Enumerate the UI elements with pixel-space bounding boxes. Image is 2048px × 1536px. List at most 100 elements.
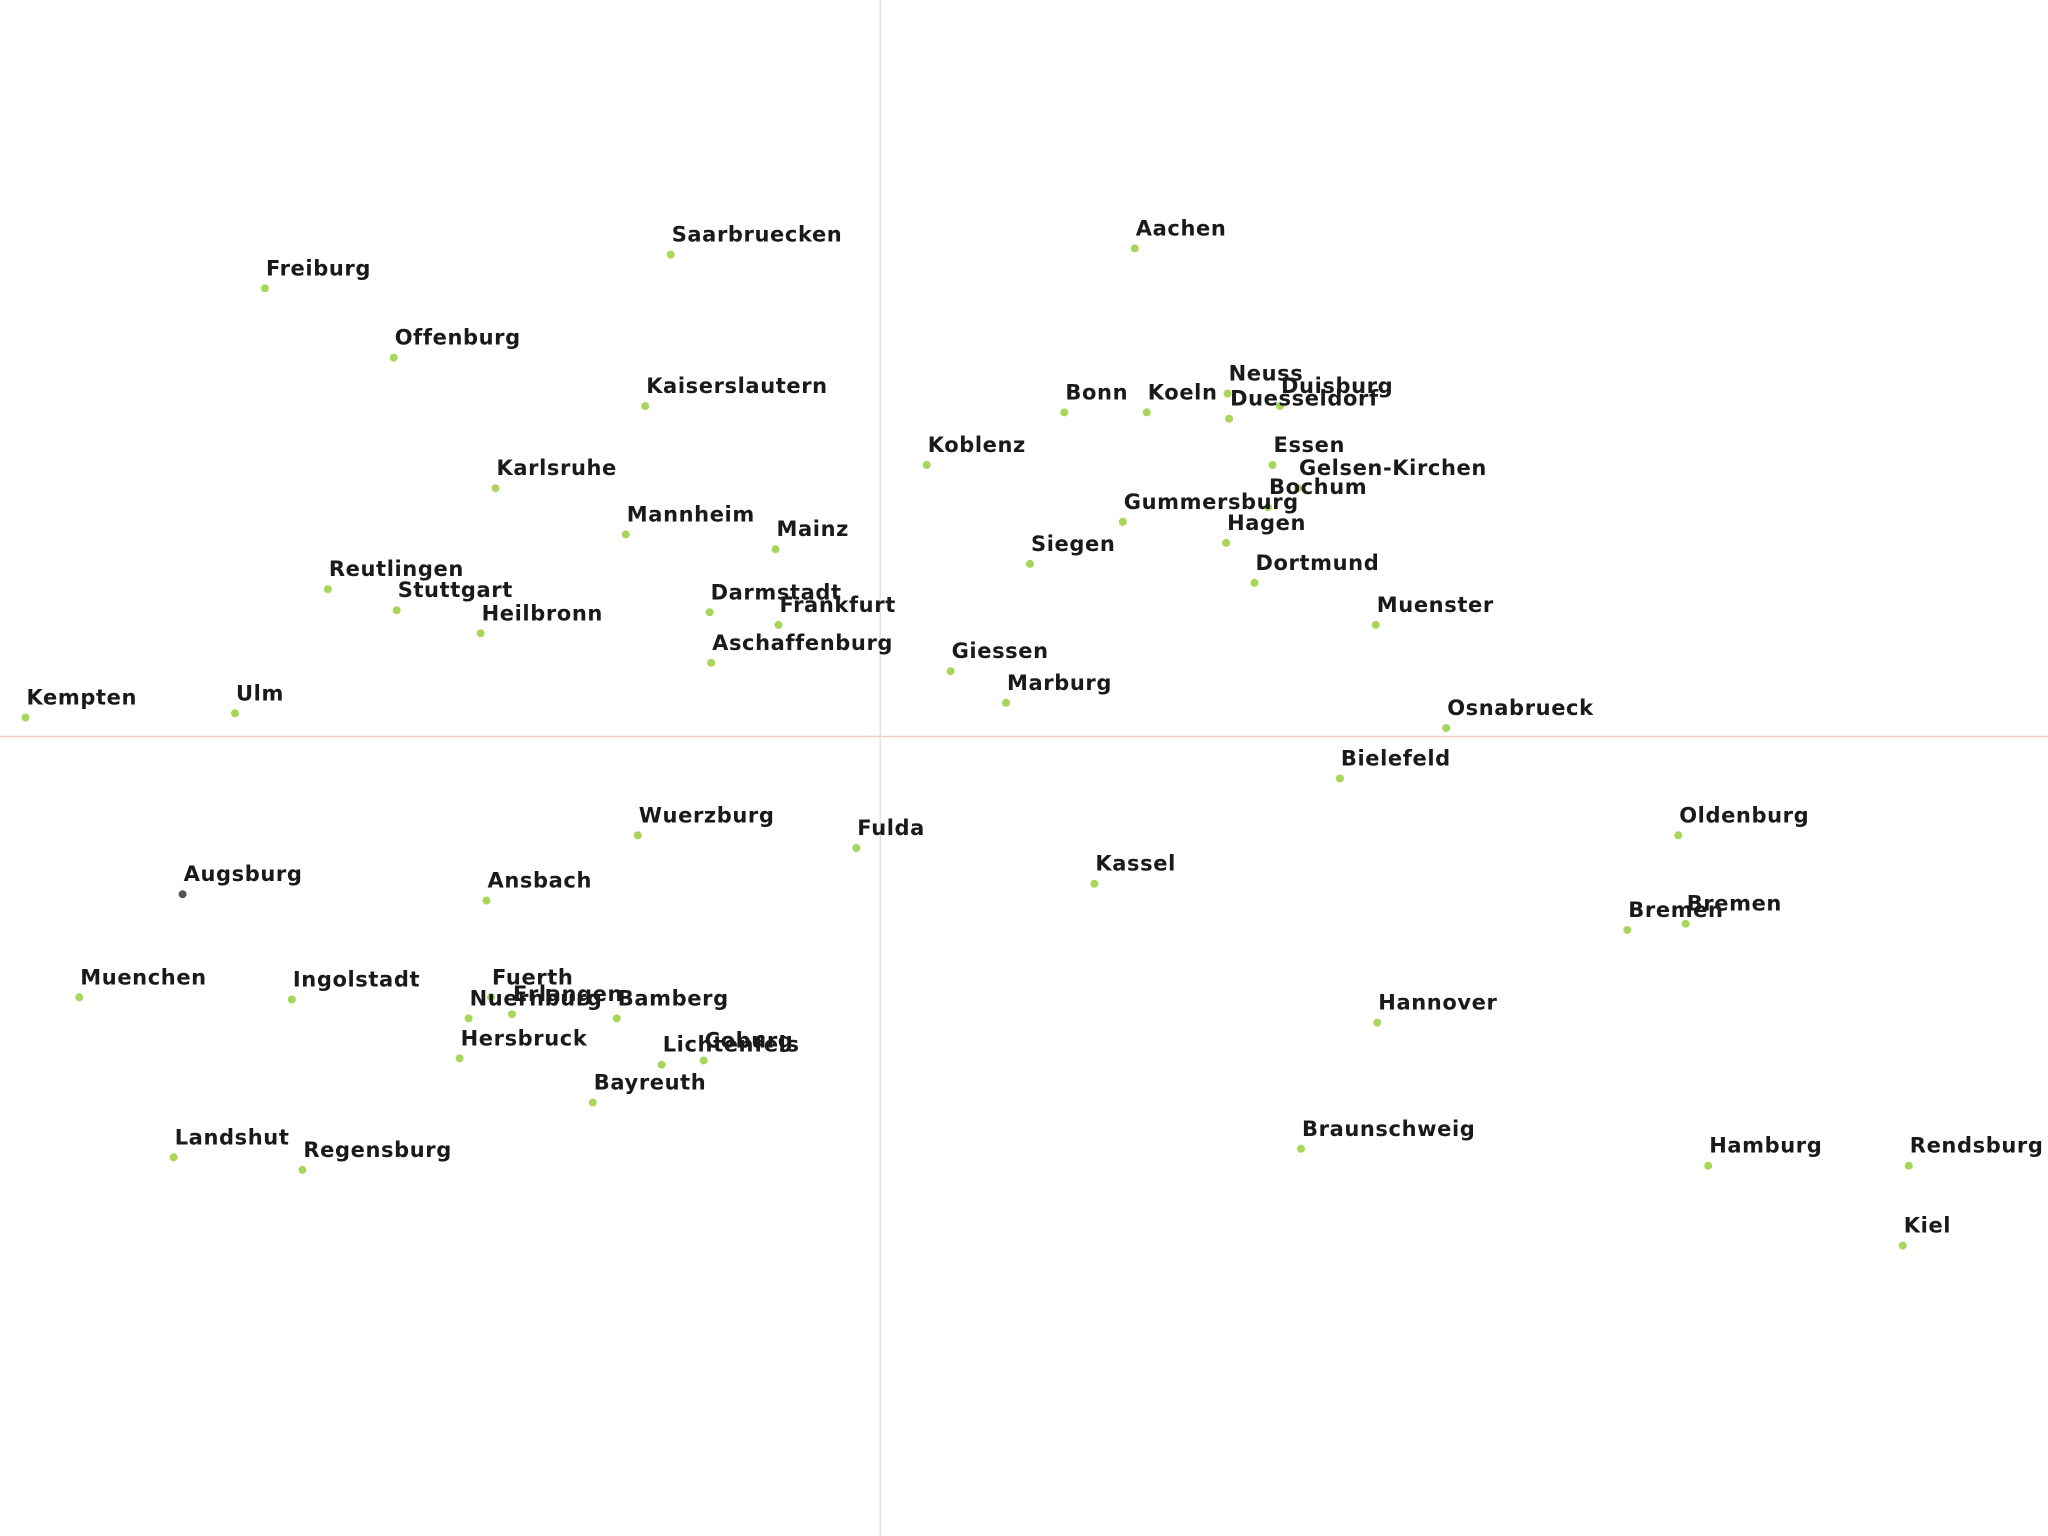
point-label: Bayreuth [594, 1071, 707, 1095]
point-label: Siegen [1031, 532, 1115, 556]
point-label: Erlangen [513, 982, 623, 1006]
point-label: Offenburg [395, 326, 521, 350]
data-point[interactable] [922, 461, 931, 469]
point-label: Mannheim [627, 502, 755, 526]
point-label: Braunschweig [1302, 1117, 1475, 1141]
point-label: Aachen [1136, 216, 1227, 240]
data-point[interactable] [946, 667, 955, 676]
data-point[interactable] [491, 484, 500, 493]
data-point[interactable] [1142, 408, 1151, 417]
data-point[interactable] [633, 831, 642, 840]
data-point[interactable] [1250, 578, 1259, 587]
point-label: Mainz [777, 517, 849, 541]
data-point[interactable] [1002, 698, 1010, 707]
point-label: Hamburg [1709, 1134, 1822, 1158]
data-point[interactable] [508, 1010, 516, 1019]
data-point[interactable] [588, 1098, 597, 1107]
point-label: Neuss [1229, 362, 1304, 386]
data-point[interactable] [487, 993, 495, 1002]
point-label: Duesseldorf [1230, 387, 1379, 411]
data-point[interactable] [455, 1054, 464, 1063]
point-label: Karlsruhe [497, 456, 617, 480]
data-point[interactable] [464, 1014, 473, 1023]
data-point[interactable] [261, 284, 269, 293]
point-label: Muenchen [80, 965, 206, 989]
data-point[interactable] [1297, 1144, 1305, 1153]
data-point[interactable] [641, 402, 650, 411]
point-label: Muenster [1377, 593, 1494, 617]
data-point[interactable] [1704, 1161, 1713, 1170]
data-point[interactable] [1898, 1241, 1907, 1250]
data-point[interactable] [287, 995, 296, 1004]
point-label: Darmstadt [711, 580, 842, 604]
data-point[interactable] [392, 606, 401, 615]
data-point[interactable] [482, 896, 491, 905]
point-label: Landshut [175, 1125, 290, 1149]
data-point[interactable] [389, 353, 398, 362]
data-point[interactable] [323, 585, 332, 594]
point-label: Nuernburg [470, 986, 603, 1010]
data-point[interactable] [707, 658, 716, 667]
data-point[interactable] [178, 890, 187, 899]
data-point[interactable] [1674, 831, 1683, 840]
point-label: Rendsburg [1910, 1134, 2044, 1158]
point-label: Bremen [1687, 892, 1782, 916]
data-point[interactable] [75, 993, 84, 1002]
data-point[interactable] [1090, 879, 1099, 888]
data-point[interactable] [1264, 503, 1272, 512]
point-label: Kiel [1904, 1214, 1951, 1238]
data-point[interactable] [1681, 919, 1690, 928]
data-point[interactable] [1373, 1018, 1382, 1027]
point-label: Hersbruck [461, 1026, 588, 1050]
data-point[interactable] [1268, 461, 1277, 469]
point-label: Wuerzburg [639, 803, 775, 827]
data-point[interactable] [1118, 517, 1127, 526]
data-point[interactable] [298, 1165, 307, 1174]
data-point[interactable] [1223, 389, 1232, 398]
data-point[interactable] [1294, 484, 1302, 493]
point-label: Freiburg [266, 256, 371, 280]
point-label: Heilbronn [482, 601, 603, 625]
point-label: Bonn [1065, 380, 1128, 404]
data-point[interactable] [231, 709, 239, 718]
data-point[interactable] [1130, 244, 1139, 253]
point-label: Coburg [705, 1029, 794, 1053]
data-point[interactable] [1276, 402, 1284, 411]
point-label: Bochum [1269, 475, 1367, 499]
point-label: Koblenz [928, 433, 1026, 457]
data-point[interactable] [699, 1056, 708, 1065]
point-label: Hannover [1378, 991, 1497, 1015]
point-label: Dortmund [1256, 551, 1380, 575]
data-point[interactable] [1225, 414, 1234, 423]
point-labels: AachenSaarbrueckenFreiburgOffenburgKaise… [27, 216, 2044, 1238]
data-point[interactable] [774, 620, 783, 629]
data-point[interactable] [476, 629, 485, 638]
point-label: Ansbach [488, 869, 593, 893]
point-label: Regensburg [303, 1138, 452, 1162]
data-point[interactable] [1904, 1161, 1913, 1170]
data-point[interactable] [612, 1014, 621, 1023]
data-point[interactable] [771, 545, 780, 554]
point-label: Osnabrueck [1447, 696, 1594, 720]
point-label: Essen [1274, 433, 1346, 457]
data-point[interactable] [705, 608, 714, 617]
data-point[interactable] [1026, 559, 1034, 568]
point-label: Kassel [1095, 852, 1175, 876]
point-label: Giessen [952, 639, 1049, 663]
point-label: Ulm [236, 681, 284, 705]
data-point[interactable] [1060, 408, 1069, 417]
data-point[interactable] [1335, 774, 1344, 783]
data-point[interactable] [657, 1060, 666, 1069]
data-point[interactable] [1371, 620, 1380, 629]
data-point[interactable] [1222, 538, 1231, 547]
data-point[interactable] [852, 844, 861, 852]
data-point[interactable] [621, 530, 630, 539]
data-point[interactable] [169, 1153, 178, 1162]
data-point[interactable] [21, 713, 30, 722]
point-label: Kempten [27, 686, 138, 710]
data-point[interactable] [666, 250, 675, 259]
point-label: Fulda [857, 816, 925, 840]
data-point[interactable] [1442, 724, 1451, 732]
data-point[interactable] [1623, 926, 1632, 934]
